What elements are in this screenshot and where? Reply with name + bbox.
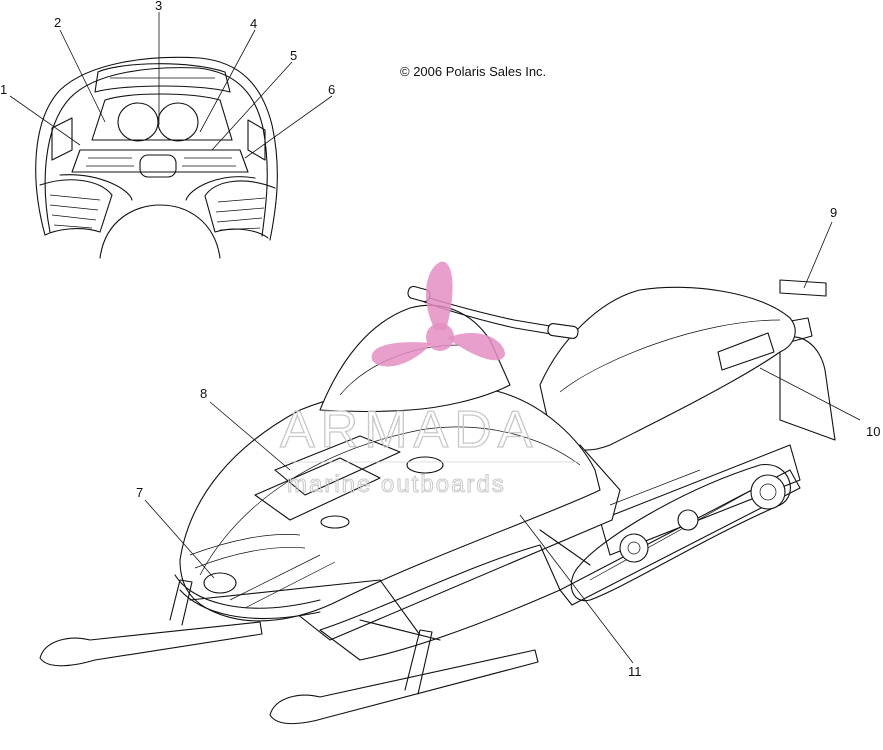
propeller-logo: [371, 261, 505, 367]
callout-11: 11: [628, 664, 642, 679]
callout-3: 3: [155, 0, 162, 13]
callout-6: 6: [328, 82, 335, 97]
watermark-title: ARMADA: [280, 401, 538, 459]
snowmobile-drawing: [39, 285, 836, 725]
callout-8: 8: [200, 386, 207, 401]
callout-7: 7: [136, 485, 143, 500]
copyright-text: © 2006 Polaris Sales Inc.: [400, 64, 546, 79]
callout-10: 10: [866, 424, 880, 439]
callout-5: 5: [290, 48, 297, 63]
watermark-subtitle: marine outboards: [287, 471, 506, 498]
callout-1: 1: [0, 82, 7, 97]
callout-leaders: [9, 12, 861, 664]
hood-inset-drawing: [35, 56, 278, 259]
callout-2: 2: [54, 15, 61, 30]
callout-9: 9: [830, 205, 837, 220]
watermark: ARMADA marine outboards: [279, 261, 580, 499]
callout-labels: 1 2 3 4 5 6 7 8 9 10 11: [0, 0, 880, 679]
callout-4: 4: [250, 16, 257, 31]
decal-9-shape: [779, 279, 827, 297]
